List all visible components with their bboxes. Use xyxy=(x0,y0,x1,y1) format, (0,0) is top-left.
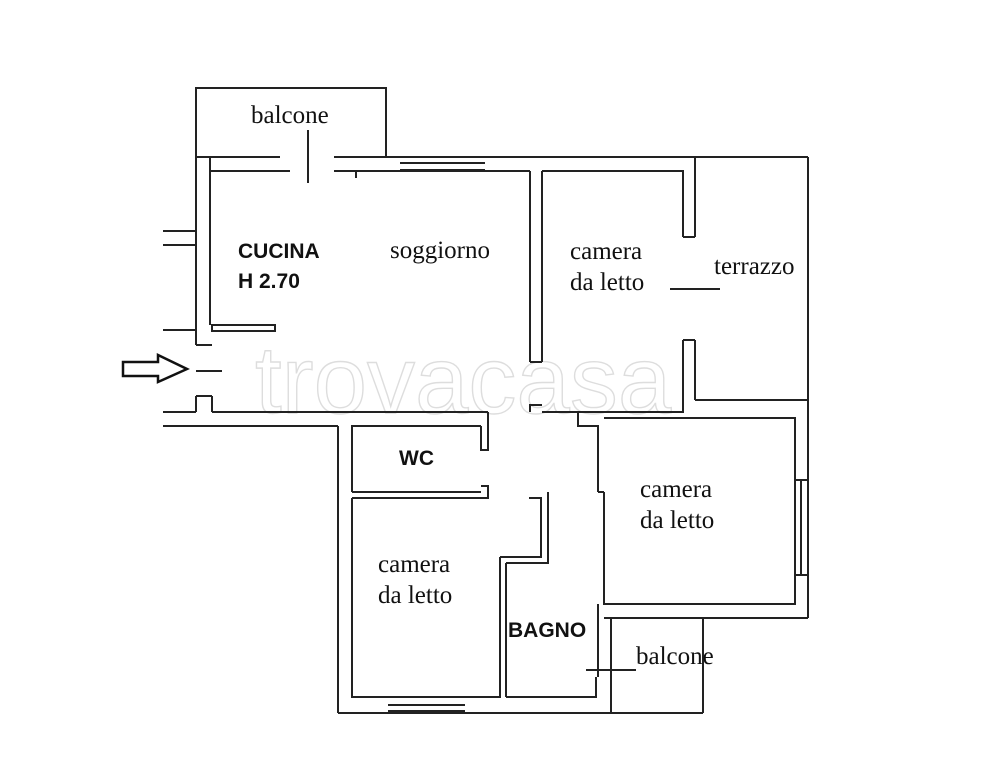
label-soggiorno: soggiorno xyxy=(390,237,490,264)
walls xyxy=(163,87,809,714)
label-terrazzo: terrazzo xyxy=(714,253,794,280)
label-bagno: BAGNO xyxy=(508,619,586,642)
label-camera2-line1: camera xyxy=(640,476,712,503)
label-cucina: CUCINA xyxy=(238,240,320,263)
watermark: trovacasa xyxy=(255,327,672,434)
label-camera3-line2: da letto xyxy=(378,582,452,609)
label-camera1-line2: da letto xyxy=(570,269,644,296)
label-balcone-top: balcone xyxy=(251,102,329,129)
label-camera2-line2: da letto xyxy=(640,507,714,534)
label-camera1-line1: camera xyxy=(570,238,642,265)
label-cucina-height: H 2.70 xyxy=(238,270,300,293)
arrow-right-icon xyxy=(121,353,190,384)
label-wc: WC xyxy=(399,447,434,470)
label-camera3-line1: camera xyxy=(378,551,450,578)
label-balcone-bottom: balcone xyxy=(636,643,714,670)
